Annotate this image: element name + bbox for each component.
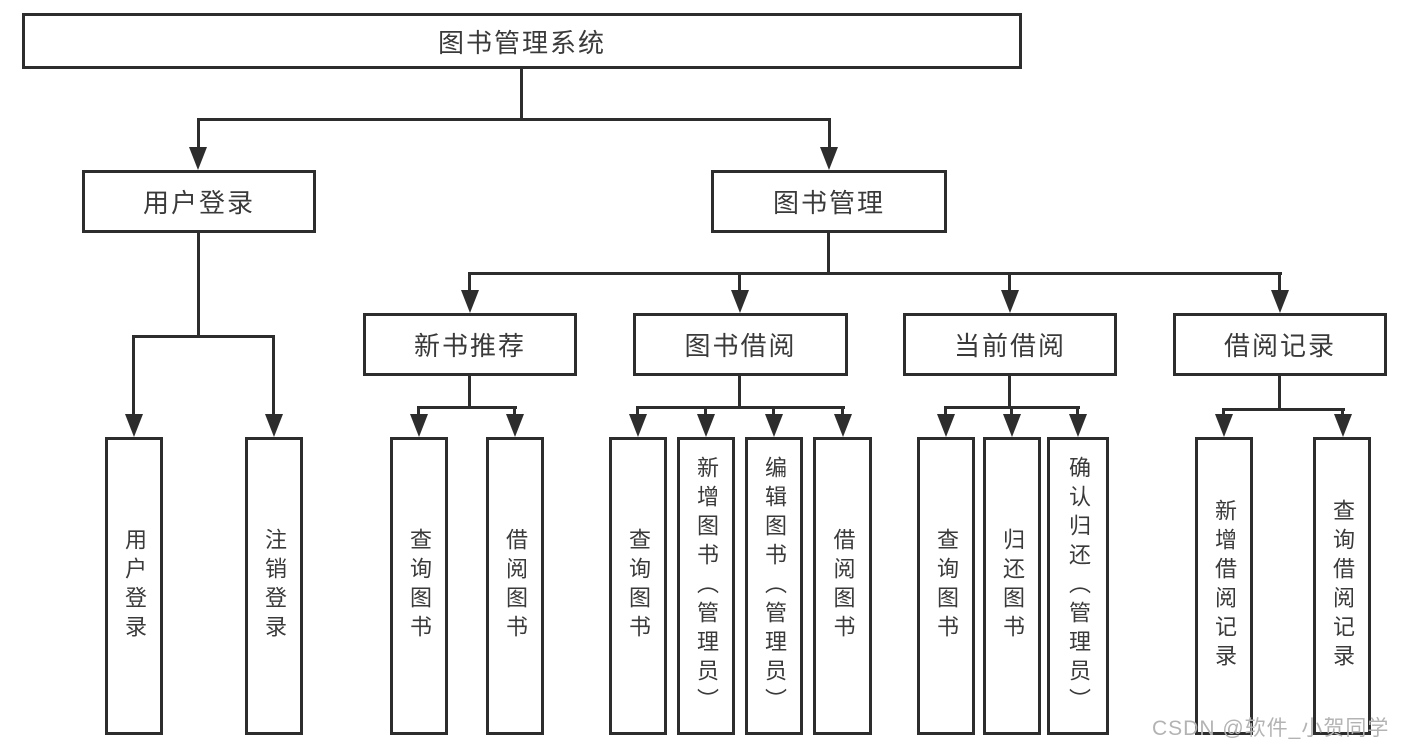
arrowhead-user-login [189, 147, 207, 170]
edge-to-add-book [704, 406, 707, 416]
leaf-query-borrow-record: 查询借阅记录 [1313, 437, 1371, 735]
leaf-confirm-return-admin: 确认归还（管理员） [1047, 437, 1109, 735]
node-current-borrowing: 当前借阅 [903, 313, 1117, 376]
node-new-book-recommendation: 新书推荐 [363, 313, 577, 376]
arrowhead-add-record [1215, 414, 1233, 437]
arrowhead-confirm-return [1069, 414, 1087, 437]
arrowhead-query-record [1334, 414, 1352, 437]
arrowhead-borrow1 [506, 414, 524, 437]
edge-to-book-management [828, 118, 831, 149]
arrowhead-leaf-user-login [125, 414, 143, 437]
edge-to-user-login [197, 118, 200, 149]
leaf-user-login: 用户登录 [105, 437, 163, 735]
leaf-add-book-admin: 新增图书（管理员） [677, 437, 735, 735]
arrowhead-borrow2 [834, 414, 852, 437]
arrowhead-return-books [1003, 414, 1021, 437]
edge-to-borrowing-records [1278, 272, 1281, 292]
edge-root-split [197, 118, 831, 121]
node-book-borrowing: 图书借阅 [633, 313, 848, 376]
edge-to-confirm-return [1076, 406, 1079, 416]
node-book-management: 图书管理 [711, 170, 947, 233]
arrowhead-edit-book [765, 414, 783, 437]
edge-to-leaf-user-login [132, 335, 135, 416]
arrowhead-add-book [697, 414, 715, 437]
leaf-borrow-books-1: 借阅图书 [486, 437, 544, 735]
node-user-login: 用户登录 [82, 170, 316, 233]
edge-to-query3 [944, 406, 947, 416]
leaf-logout: 注销登录 [245, 437, 303, 735]
leaf-return-books: 归还图书 [983, 437, 1041, 735]
edge-records-split [1222, 408, 1345, 411]
edge-bookmgmt-split [468, 272, 1282, 275]
edge-to-add-record [1222, 408, 1225, 416]
edge-to-leaf-logout [272, 335, 275, 416]
leaf-add-borrow-record: 新增借阅记录 [1195, 437, 1253, 735]
edge-current-stem [1008, 376, 1011, 406]
edge-to-return-books [1010, 406, 1013, 416]
edge-to-borrow2 [841, 406, 844, 416]
edge-newbook-split [417, 406, 517, 409]
leaf-borrow-books-2: 借阅图书 [813, 437, 872, 735]
arrowhead-query3 [937, 414, 955, 437]
edge-borrowing-stem [738, 376, 741, 406]
edge-records-stem [1278, 376, 1281, 408]
node-system-root: 图书管理系统 [22, 13, 1022, 69]
edge-to-query1 [417, 406, 420, 416]
edge-to-query-record [1341, 408, 1344, 416]
edge-to-new-book [468, 272, 471, 292]
leaf-edit-book-admin: 编辑图书（管理员） [745, 437, 803, 735]
edge-root-stem [520, 69, 523, 119]
arrowhead-query1 [410, 414, 428, 437]
edge-bookmgmt-stem [827, 233, 830, 272]
arrowhead-current-borrowing [1001, 290, 1019, 313]
leaf-query-books-1: 查询图书 [390, 437, 448, 735]
arrowhead-borrowing-records [1271, 290, 1289, 313]
edge-to-query2 [636, 406, 639, 416]
edge-userlogin-split [132, 335, 275, 338]
edge-to-edit-book [772, 406, 775, 416]
edge-userlogin-stem [197, 233, 200, 335]
arrowhead-leaf-logout [265, 414, 283, 437]
arrowhead-book-borrowing [731, 290, 749, 313]
edge-borrowing-split [636, 406, 845, 409]
arrowhead-new-book [461, 290, 479, 313]
edge-to-current-borrowing [1008, 272, 1011, 292]
leaf-query-books-2: 查询图书 [609, 437, 667, 735]
edge-to-book-borrowing [738, 272, 741, 292]
node-borrowing-records: 借阅记录 [1173, 313, 1387, 376]
edge-to-borrow1 [513, 406, 516, 416]
leaf-query-books-3: 查询图书 [917, 437, 975, 735]
edge-newbook-stem [468, 376, 471, 406]
arrowhead-query2 [629, 414, 647, 437]
arrowhead-book-management [820, 147, 838, 170]
csdn-watermark: CSDN @软件_小贺同学 [1152, 717, 1390, 740]
